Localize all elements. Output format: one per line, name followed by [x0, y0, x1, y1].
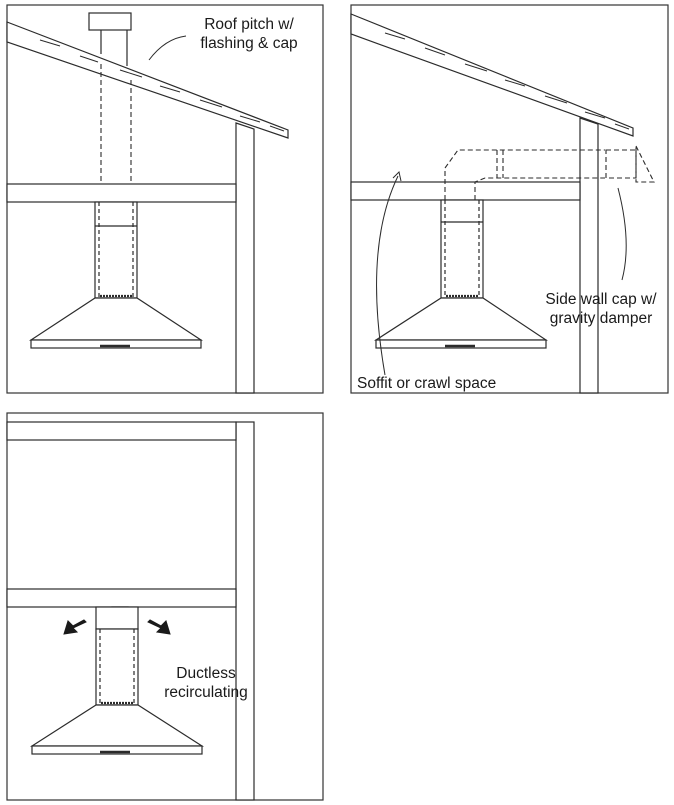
wall-1 [235, 122, 255, 394]
range-hood-2 [373, 199, 548, 349]
roof-1 [6, 21, 289, 139]
ceiling-beam-1 [6, 183, 237, 203]
leader-soffit [375, 175, 399, 376]
wall-2 [579, 117, 599, 394]
label-side-wall-cap: Side wall cap w/ gravity damper [545, 291, 657, 327]
leader-soffit-arrow [392, 171, 402, 182]
ceiling-beam-3 [6, 588, 237, 608]
leader-roof [148, 35, 187, 61]
label-roof-pitch: Roof pitch w/ flashing & cap [200, 16, 298, 52]
roof-cap-stem [100, 30, 128, 66]
label-ductless: Ductless recirculating [164, 665, 248, 701]
label-soffit: Soffit or crawl space [357, 375, 497, 392]
airflow-left-arrow [63, 619, 87, 635]
roof-cap [88, 12, 132, 31]
range-hood-1 [28, 201, 204, 349]
duct-dashed-1 [100, 64, 132, 184]
wall-3 [235, 421, 255, 801]
ceiling-beam-3-top [6, 421, 237, 441]
ceiling-beam-2 [350, 181, 581, 201]
roof-2 [350, 13, 634, 137]
airflow-right-arrow [147, 619, 171, 635]
leader-sidewall [617, 187, 627, 281]
range-hood-3 [29, 606, 205, 755]
duct-dashed-2 [444, 145, 655, 200]
